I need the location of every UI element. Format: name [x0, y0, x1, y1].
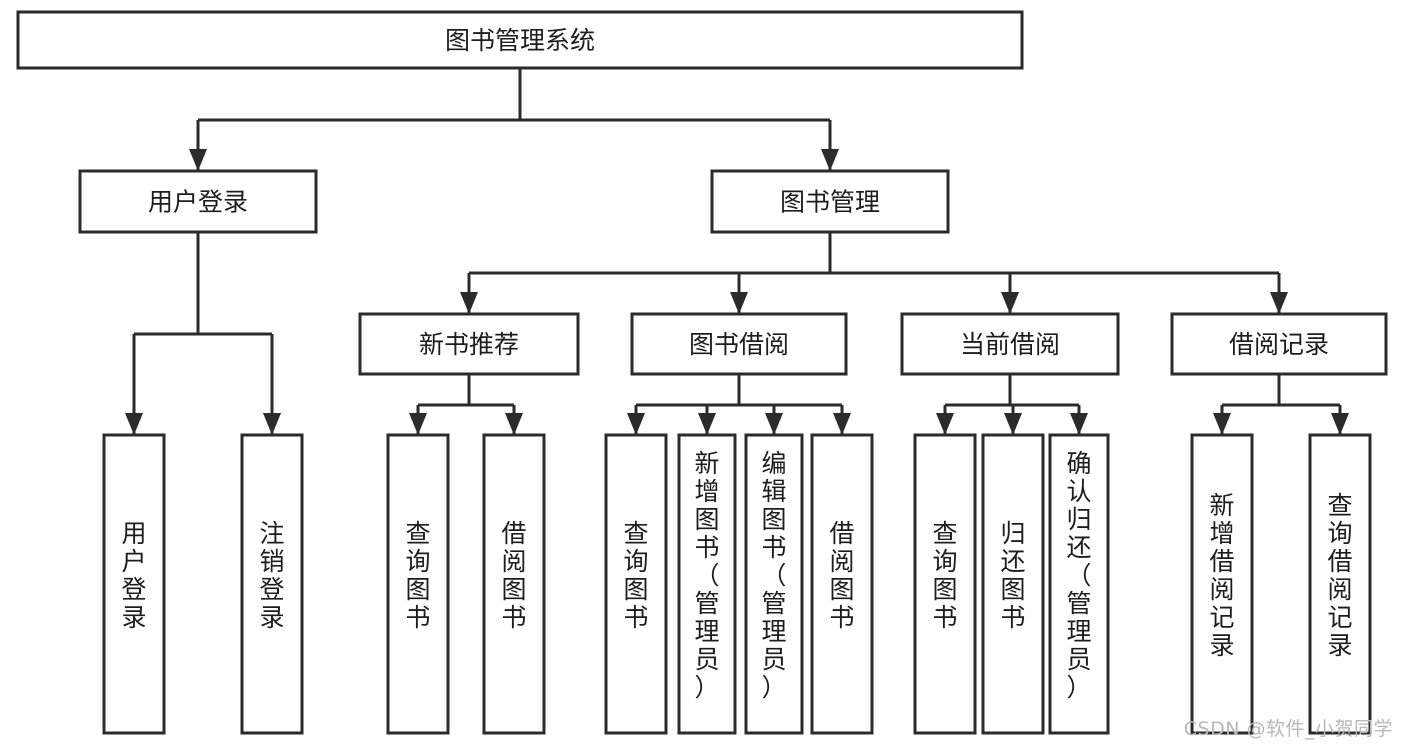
edge-arrowhead: [698, 413, 716, 435]
node-label-leaf-add-record: 新增借阅记录: [1209, 491, 1234, 660]
node-box-leaf-add-record[interactable]: [1190, 433, 1254, 735]
node-box-root[interactable]: [16, 10, 1024, 70]
edge-arrowhead: [821, 149, 839, 171]
node-label-book-management: 图书管理: [780, 187, 880, 216]
node-current-borrow[interactable]: 当前借阅: [900, 312, 1120, 376]
node-box-leaf-query-book-1[interactable]: [386, 433, 450, 735]
node-label-leaf-query-book-2: 查询图书: [623, 519, 648, 632]
edge-arrowhead: [460, 292, 478, 314]
node-label-leaf-borrow-book-2: 借阅图书: [829, 519, 854, 632]
node-label-leaf-user-login: 用户登录: [121, 519, 146, 632]
nodes-layer: 图书管理系统用户登录图书管理新书推荐图书借阅当前借阅借阅记录用户登录注销登录查询…: [16, 10, 1388, 735]
edge-group-user-login: [125, 232, 281, 435]
node-label-leaf-borrow-book-1: 借阅图书: [501, 519, 526, 632]
edge-arrowhead: [936, 413, 954, 435]
node-box-leaf-query-book-3[interactable]: [913, 433, 977, 735]
edge-group-root: [189, 68, 839, 171]
edge-arrowhead: [1270, 292, 1288, 314]
node-user-login[interactable]: 用户登录: [78, 169, 318, 234]
edge-arrowhead: [505, 413, 523, 435]
edge-arrowhead: [1213, 413, 1231, 435]
node-box-leaf-return-book[interactable]: [981, 433, 1045, 735]
node-box-leaf-borrow-book-1[interactable]: [482, 433, 546, 735]
node-box-leaf-query-record[interactable]: [1308, 433, 1372, 735]
edge-arrowhead: [263, 413, 281, 435]
node-label-leaf-query-record: 查询借阅记录: [1327, 491, 1352, 660]
edge-arrowhead: [833, 413, 851, 435]
node-label-leaf-return-book: 归还图书: [1000, 519, 1025, 632]
node-leaf-add-book[interactable]: 新增图书（管理员）: [677, 433, 737, 735]
node-leaf-query-book-3[interactable]: 查询图书: [913, 433, 977, 735]
node-new-book-recommend[interactable]: 新书推荐: [358, 312, 580, 376]
edge-group-new-book-recommend: [409, 374, 523, 435]
node-label-leaf-edit-book: 编辑图书（管理员）: [761, 449, 786, 702]
node-label-leaf-add-book: 新增图书（管理员）: [694, 449, 719, 702]
node-box-leaf-query-book-2[interactable]: [604, 433, 668, 735]
edge-group-book-management: [460, 232, 1288, 314]
edge-arrowhead: [730, 292, 748, 314]
node-box-current-borrow[interactable]: [900, 312, 1120, 376]
node-box-leaf-add-book[interactable]: [677, 433, 737, 735]
node-leaf-query-book-1[interactable]: 查询图书: [386, 433, 450, 735]
node-label-borrow-record: 借阅记录: [1229, 330, 1329, 359]
node-book-borrow[interactable]: 图书借阅: [630, 312, 848, 376]
node-box-leaf-edit-book[interactable]: [744, 433, 804, 735]
edge-arrowhead: [125, 413, 143, 435]
node-box-leaf-user-login[interactable]: [102, 433, 166, 735]
node-leaf-query-book-2[interactable]: 查询图书: [604, 433, 668, 735]
node-box-leaf-logout[interactable]: [240, 433, 304, 735]
edge-arrowhead: [1070, 413, 1088, 435]
edge-arrowhead: [1331, 413, 1349, 435]
edge-arrowhead: [189, 149, 207, 171]
node-box-book-management[interactable]: [710, 169, 950, 234]
node-box-new-book-recommend[interactable]: [358, 312, 580, 376]
edges-layer: [125, 68, 1349, 435]
node-leaf-add-record[interactable]: 新增借阅记录: [1190, 433, 1254, 735]
node-leaf-logout[interactable]: 注销登录: [240, 433, 304, 735]
node-box-book-borrow[interactable]: [630, 312, 848, 376]
edge-group-current-borrow: [936, 374, 1088, 435]
edge-arrowhead: [627, 413, 645, 435]
node-leaf-confirm-return[interactable]: 确认归还（管理员）: [1048, 433, 1110, 735]
node-box-leaf-confirm-return[interactable]: [1048, 433, 1110, 735]
node-label-leaf-query-book-3: 查询图书: [932, 519, 957, 632]
node-label-leaf-query-book-1: 查询图书: [405, 519, 430, 632]
edge-arrowhead: [1004, 413, 1022, 435]
node-book-management[interactable]: 图书管理: [710, 169, 950, 234]
node-label-leaf-logout: 注销登录: [259, 519, 284, 632]
node-box-leaf-borrow-book-2[interactable]: [810, 433, 874, 735]
node-label-new-book-recommend: 新书推荐: [419, 330, 519, 359]
node-leaf-borrow-book-1[interactable]: 借阅图书: [482, 433, 546, 735]
node-leaf-user-login[interactable]: 用户登录: [102, 433, 166, 735]
node-leaf-edit-book[interactable]: 编辑图书（管理员）: [744, 433, 804, 735]
node-label-user-login: 用户登录: [148, 187, 248, 216]
watermark-label: CSDN @软件_小贺同学: [1183, 718, 1393, 740]
node-box-borrow-record[interactable]: [1170, 312, 1388, 376]
node-box-user-login[interactable]: [78, 169, 318, 234]
node-root[interactable]: 图书管理系统: [16, 10, 1024, 70]
edge-group-book-borrow: [627, 374, 851, 435]
node-leaf-borrow-book-2[interactable]: 借阅图书: [810, 433, 874, 735]
edge-arrowhead: [765, 413, 783, 435]
node-leaf-query-record[interactable]: 查询借阅记录: [1308, 433, 1372, 735]
node-borrow-record[interactable]: 借阅记录: [1170, 312, 1388, 376]
node-label-root: 图书管理系统: [445, 26, 595, 55]
edge-group-borrow-record: [1213, 374, 1349, 435]
node-label-leaf-confirm-return: 确认归还（管理员）: [1066, 449, 1091, 702]
edge-arrowhead: [1001, 292, 1019, 314]
edge-arrowhead: [409, 413, 427, 435]
node-label-current-borrow: 当前借阅: [960, 330, 1060, 359]
node-label-book-borrow: 图书借阅: [689, 330, 789, 359]
node-leaf-return-book[interactable]: 归还图书: [981, 433, 1045, 735]
